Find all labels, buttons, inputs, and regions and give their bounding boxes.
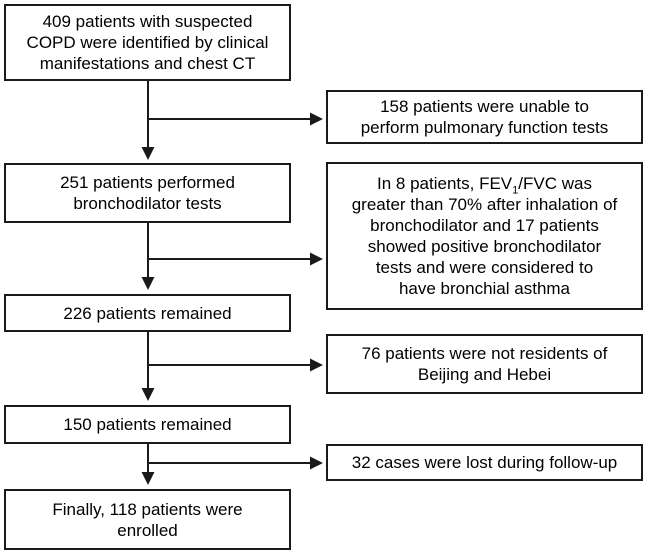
fev-subscript: 1: [512, 184, 519, 197]
flow-box-226-remained: 226 patients remained: [4, 294, 291, 332]
exclusion-box-bronchial-asthma-line: greater than 70% after inhalation of: [351, 195, 618, 214]
flow-box-suspected-copd-line: COPD were identified by clinical: [26, 33, 269, 52]
flow-box-bronchodilator-tests-line: 251 patients performed: [60, 173, 235, 192]
exclusion-box-bronchial-asthma-line: tests and were considered to: [375, 258, 594, 277]
exclusion-box-lost-followup: 32 cases were lost during follow-up: [326, 444, 643, 481]
exclusion-box-lost-followup-line: 32 cases were lost during follow-up: [351, 453, 618, 472]
flow-box-226-remained-line: 226 patients remained: [63, 303, 232, 323]
exclusion-box-bronchial-asthma-line: bronchodilator and 17 patients: [370, 216, 599, 235]
flow-box-suspected-copd: 409 patients with suspected COPD were id…: [4, 4, 291, 81]
exclusion-box-not-residents: 76 patients were not residents of Beijin…: [326, 334, 643, 394]
exclusion-box-unable-pft-line: 158 patients were unable to: [380, 97, 589, 116]
exclusion-box-unable-pft-line: perform pulmonary function tests: [360, 118, 609, 137]
fev-text-post: /FVC was: [518, 174, 592, 193]
flow-box-bronchodilator-tests-line: bronchodilator tests: [73, 194, 222, 213]
exclusion-box-bronchial-asthma-line: showed positive bronchodilator: [367, 237, 602, 256]
flow-box-bronchodilator-tests: 251 patients performed bronchodilator te…: [4, 163, 291, 223]
exclusion-box-bronchial-asthma: In 8 patients, FEV1/FVC was greater than…: [326, 162, 643, 310]
exclusion-box-unable-pft: 158 patients were unable to perform pulm…: [326, 90, 643, 144]
flow-box-suspected-copd-line: 409 patients with suspected: [42, 12, 253, 31]
exclusion-box-bronchial-asthma-line: have bronchial asthma: [398, 279, 571, 298]
exclusion-box-not-residents-line: 76 patients were not residents of: [361, 344, 608, 363]
flow-box-suspected-copd-line: manifestations and chest CT: [39, 54, 256, 73]
flow-box-enrolled: Finally, 118 patients were enrolled: [4, 489, 291, 550]
exclusion-box-bronchial-asthma-line1: In 8 patients, FEV1/FVC was: [377, 173, 592, 197]
flow-box-150-remained-line: 150 patients remained: [63, 415, 232, 434]
fev-text-pre: In 8 patients, FEV: [377, 174, 513, 193]
flow-box-enrolled-line: enrolled: [117, 520, 178, 540]
flow-box-enrolled-line: Finally, 118 patients were: [52, 499, 243, 519]
exclusion-box-not-residents-line: Beijing and Hebei: [417, 365, 552, 384]
flow-box-150-remained: 150 patients remained: [4, 405, 291, 444]
